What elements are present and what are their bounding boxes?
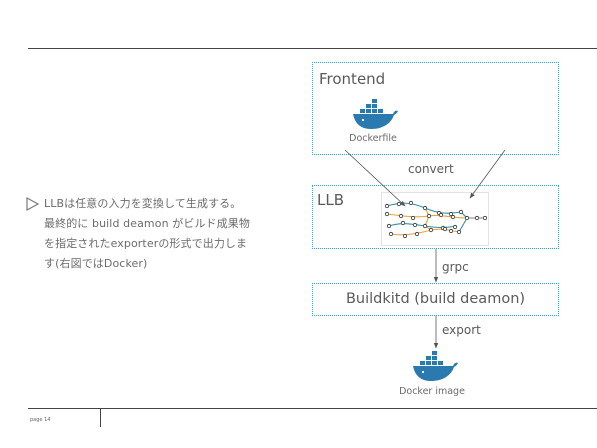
triangle-right-outline-icon: [26, 196, 40, 212]
export-label: export: [442, 323, 481, 337]
llb-label: LLB: [317, 191, 345, 209]
footer-rule: [28, 408, 597, 409]
dockerfile-label: Dockerfile: [349, 133, 397, 144]
grpc-label: grpc: [442, 260, 469, 274]
docker-whale-icon: [413, 351, 458, 381]
llb-box: [312, 185, 559, 249]
buildkitd-label: Buildkitd (build deamon): [345, 291, 526, 307]
llb-graph-icon: [381, 192, 489, 246]
header-rule: [28, 48, 597, 49]
docker-image-label: Docker image: [399, 386, 465, 397]
frontend-box: [312, 62, 559, 155]
convert-label: convert: [408, 162, 454, 176]
docker-whale-icon: [353, 99, 398, 129]
bullet-text: LLBは任意の入力を変換して生成する。 最終的に build deamon がビ…: [44, 197, 250, 270]
frontend-label: Frontend: [319, 70, 386, 88]
buildkitd-box: [312, 283, 559, 316]
footer-divider: [100, 408, 101, 427]
page-number: page 14: [30, 417, 51, 423]
